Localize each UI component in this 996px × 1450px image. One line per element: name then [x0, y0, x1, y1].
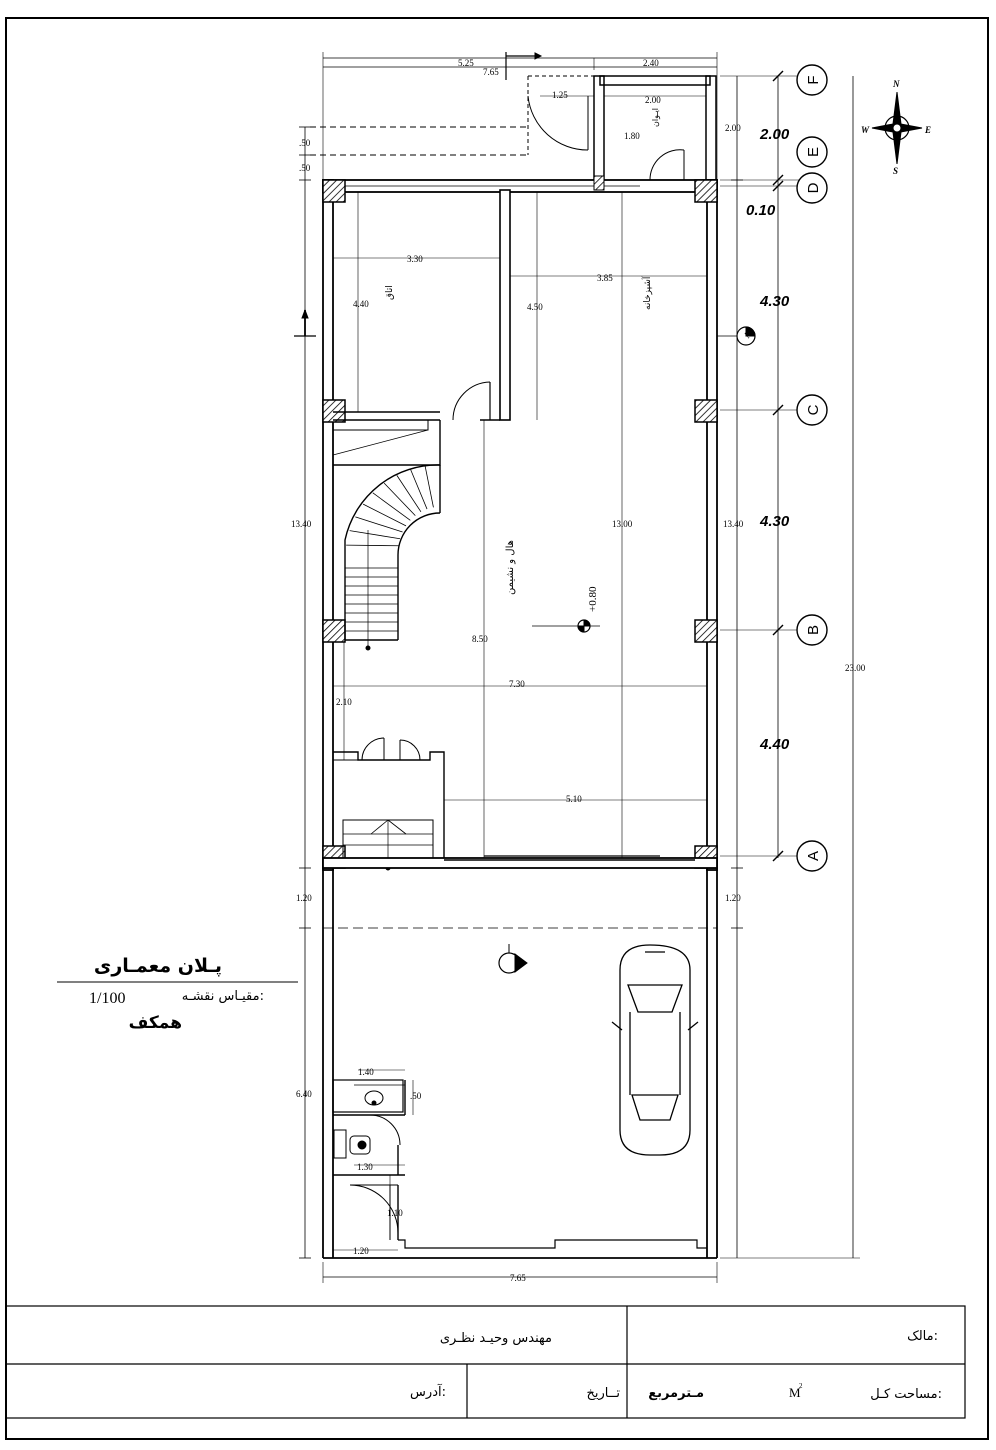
axis-label-A: A: [805, 851, 822, 861]
stair-tread: [396, 475, 422, 513]
dim-bedroom-width: 3.30: [407, 254, 423, 264]
axis-spacing-4: 4.30: [759, 513, 790, 530]
dim-left-210: 2.10: [336, 697, 352, 707]
dim-bedroom-height: 4.40: [353, 299, 369, 309]
dim-left-640: 6.40: [296, 1089, 312, 1099]
stair-tread: [410, 469, 428, 510]
dim-top-right: 2.40: [643, 58, 659, 68]
compass-e: E: [924, 125, 931, 135]
axis-spacing-3: 4.30: [759, 293, 790, 310]
dim-left-050-b: .50: [299, 163, 311, 173]
stair-tread: [424, 466, 434, 508]
dim-wc-120: 1.20: [353, 1246, 369, 1256]
dim-wc-130: 1.30: [357, 1162, 373, 1172]
dim-wc-110: 1.10: [387, 1208, 403, 1218]
floor-plan: [5, 52, 966, 1419]
axis-label-D: D: [805, 182, 822, 193]
dim-hall-510: 5.10: [566, 794, 582, 804]
sheet-border: [5, 17, 989, 1440]
date-label: تــاریخ: [587, 1386, 621, 1401]
dim-right-120: 1.20: [725, 893, 741, 903]
dim-top-total: 7.65: [483, 67, 499, 77]
level-marker-text: +0.80: [587, 586, 599, 612]
scale-label: مقیـاس نقشـه:: [182, 989, 264, 1004]
stair-tread: [372, 492, 411, 521]
dim-right-200: 2.00: [725, 123, 741, 133]
stair-tread: [362, 503, 407, 527]
dim-porch-width: 2.00: [645, 95, 661, 105]
stair-tread: [349, 530, 401, 540]
area-unit-fa: مـترمربع: [648, 1386, 704, 1401]
room-bedroom: اتاق: [385, 285, 395, 300]
dim-top-left: 5.25: [458, 58, 474, 68]
room-porch: ایـوان: [651, 108, 660, 127]
axis-spacing-1: 2.00: [759, 126, 790, 143]
axis-spacing-2: 0.10: [746, 202, 776, 219]
north-arrow-icon: [871, 91, 923, 165]
stair-tread: [355, 516, 403, 533]
section-mark: A: [741, 329, 753, 340]
area-unit: M: [789, 1385, 801, 1400]
owner-label: مالک:: [907, 1329, 938, 1344]
compass-n: N: [892, 79, 900, 89]
address-label: آدرس:: [410, 1383, 446, 1400]
dim-kitchen-height: 4.50: [527, 302, 543, 312]
dim-hall-730: 7.30: [509, 679, 525, 689]
axis-label-F: F: [805, 75, 822, 84]
scale-value: 1/100: [89, 990, 125, 1007]
dim-hall-850: 8.50: [472, 634, 488, 644]
dim-bottom-total: 7.65: [510, 1273, 526, 1283]
dim-gate: 1.25: [552, 90, 568, 100]
dim-hall-1300: 13.00: [612, 519, 633, 529]
dim-kitchen-width: 3.85: [597, 273, 613, 283]
compass-s: S: [893, 166, 898, 176]
room-kitchen: آشپزخانه: [641, 276, 653, 310]
dim-left-1340: 13.40: [291, 519, 312, 529]
dim-wc-050: .50: [410, 1091, 422, 1101]
compass-w: W: [861, 125, 870, 135]
axis-label-B: B: [805, 625, 822, 635]
room-hall: هال و نشیمن: [505, 540, 516, 595]
engineer-name: مهندس وحیـد نظـری: [440, 1331, 552, 1346]
dim-wc-140: 1.40: [358, 1067, 374, 1077]
axis-label-E: E: [805, 147, 822, 157]
dim-porch-height: 1.80: [624, 131, 640, 141]
axis-label-C: C: [805, 404, 822, 415]
plan-title: پـلان معمـاری: [94, 955, 222, 977]
dim-total-2300: 23.00: [845, 663, 866, 673]
floor-name: همکف: [129, 1013, 182, 1033]
dim-right-1340: 13.40: [723, 519, 744, 529]
stair-tread: [346, 544, 399, 547]
axis-spacing-5: 4.40: [759, 736, 790, 753]
dim-left-050-a: .50: [299, 138, 311, 148]
dim-left-120: 1.20: [296, 893, 312, 903]
car-icon: [611, 944, 699, 1156]
area-unit-sup: 2: [799, 1382, 803, 1390]
stair-tread: [383, 482, 416, 516]
area-label: مساحت کـل:: [870, 1387, 942, 1402]
